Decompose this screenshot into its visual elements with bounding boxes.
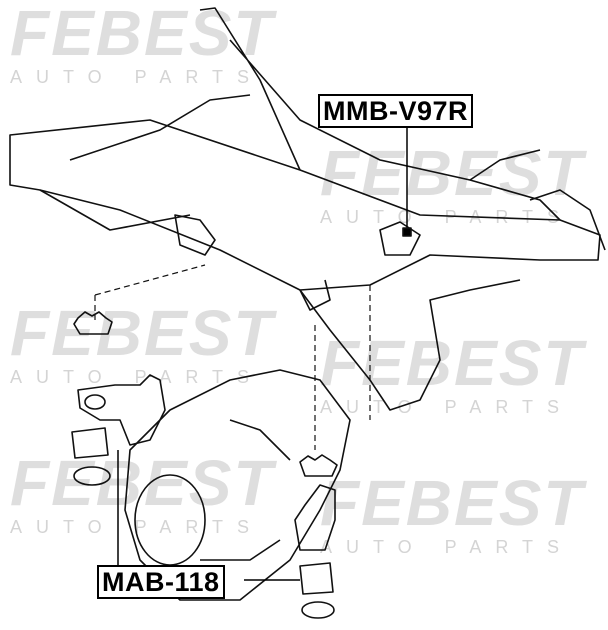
subframe-main-beam xyxy=(9,119,601,291)
subframe-rear-arm xyxy=(39,94,251,231)
subframe-side-rail xyxy=(299,279,521,411)
mount-bracket-left xyxy=(77,374,166,446)
bushing-right xyxy=(299,562,334,595)
subframe-bracket xyxy=(174,214,421,311)
subframe-left-arm xyxy=(199,7,561,221)
bushing-stopper-right xyxy=(299,454,338,477)
callout-leader-bottom xyxy=(117,450,300,581)
subframe-right-end xyxy=(469,149,606,251)
mount-bracket-hole xyxy=(84,394,106,410)
differential-flange xyxy=(134,474,206,566)
bushing-left xyxy=(71,427,109,459)
part-label-mab-118[interactable]: MAB-118 xyxy=(97,565,225,599)
washer-left xyxy=(73,466,111,486)
callout-marker xyxy=(402,227,412,237)
bushing-stopper-left xyxy=(73,311,113,335)
assembly-dash-line xyxy=(94,264,371,450)
washer-right xyxy=(301,601,335,619)
part-label-mmb-v97r[interactable]: MMB-V97R xyxy=(318,94,474,128)
mount-bracket-right xyxy=(294,484,336,551)
